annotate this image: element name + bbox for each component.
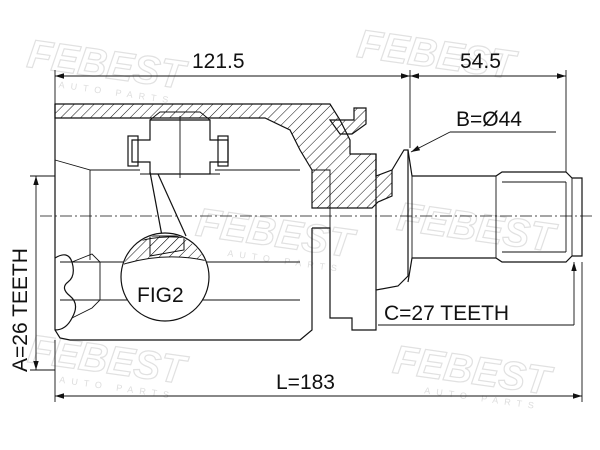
fig2-label: FIG2 bbox=[137, 284, 184, 307]
dim-inner-teeth: C=27 TEETH bbox=[384, 302, 509, 325]
dim-overall-length: L=183 bbox=[276, 371, 335, 394]
dim-diameter: B=Ø44 bbox=[456, 108, 522, 131]
watermark-brand: FEBEST bbox=[394, 195, 560, 261]
output-shaft bbox=[407, 149, 583, 283]
dimension-lines: 121.5 54.5 B=Ø44 A=26 TEETH C=27 TEETH L… bbox=[9, 50, 583, 402]
dim-shaft-length: 54.5 bbox=[460, 50, 501, 73]
fig2-callout: FIG2 bbox=[120, 171, 210, 322]
dim-outer-teeth: A=26 TEETH bbox=[9, 248, 32, 372]
dim-housing-length: 121.5 bbox=[192, 50, 245, 73]
watermark-layer: FEBEST AUTO PARTS FEBEST FEBEST AUTO PAR… bbox=[24, 22, 561, 412]
tripod-assembly bbox=[127, 111, 229, 178]
housing-outline bbox=[54, 103, 409, 341]
